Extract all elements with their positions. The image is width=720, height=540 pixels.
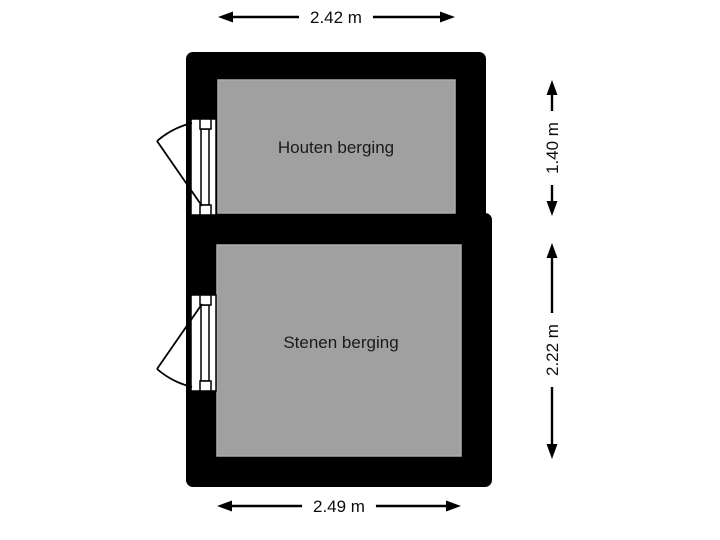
floors (216, 79, 462, 457)
dimension-right-lower-height: 2.22 m (538, 243, 566, 459)
room-label-houten-berging: Houten berging (278, 138, 394, 157)
dimension-label-pill (302, 495, 376, 518)
dimension-label-pill (538, 313, 566, 387)
arrow-left-icon (217, 500, 232, 512)
dimension-label: 2.49 m (313, 497, 365, 516)
door-top-room (156, 118, 217, 216)
arrow-up-icon (546, 243, 558, 258)
door-bottom-jamb-upper (199, 294, 212, 306)
door-top-open-leaf-line (156, 140, 203, 207)
door-top-jamb-upper (199, 118, 212, 130)
dimension-top-width: 2.42 m (218, 6, 455, 29)
floor-stenen-berging-edge (216, 244, 462, 457)
arrow-up-icon (546, 80, 558, 95)
dimension-bottom-width: 2.49 m (217, 495, 461, 518)
door-bottom-leaf-closed (200, 304, 210, 382)
floor-stenen-berging (217, 245, 461, 456)
arrow-down-icon (546, 201, 558, 216)
dimension-right-upper-height: 1.40 m (538, 80, 566, 216)
room-label-stenen-berging: Stenen berging (283, 333, 398, 352)
dimension-label: 2.42 m (310, 8, 362, 27)
arrow-down-icon (546, 444, 558, 459)
door-top-jamb-lower (199, 204, 212, 216)
door-top-leaf-closed (200, 128, 210, 206)
arrow-left-icon (218, 11, 233, 23)
door-bottom-jamb-lower (199, 380, 212, 392)
dimension-label-pill (299, 6, 373, 29)
arrow-right-icon (446, 500, 461, 512)
door-bottom-swing-arc-icon (156, 368, 193, 388)
door-top-swing-arc-icon (156, 122, 193, 142)
dimension-label-pill (538, 111, 566, 185)
arrow-right-icon (440, 11, 455, 23)
door-bottom-room (156, 294, 217, 392)
dimension-label: 1.40 m (543, 122, 562, 174)
floor-houten-berging (218, 80, 455, 213)
floor-houten-berging-edge (217, 79, 456, 214)
dimension-label: 2.22 m (543, 324, 562, 376)
door-bottom-open-leaf-line (156, 303, 203, 370)
